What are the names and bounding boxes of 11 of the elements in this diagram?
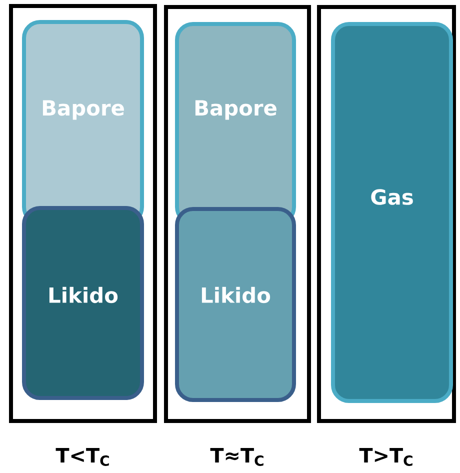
vapor-box: Bapore <box>22 20 144 225</box>
panel-caption: T>T$_{C}$ <box>359 448 412 466</box>
vapor-box: Bapore <box>175 22 296 225</box>
panel-frame <box>164 5 311 423</box>
liquid-box: Likido <box>175 207 296 402</box>
panel-frame <box>9 4 157 423</box>
gas-box: Gas <box>331 22 453 403</box>
liquid-box: Likido <box>22 206 144 400</box>
panel-caption: T≈T$_{C}$ <box>210 448 264 466</box>
panel-caption: T<T$_{C}$ <box>56 448 109 466</box>
panel-frame <box>317 5 456 423</box>
